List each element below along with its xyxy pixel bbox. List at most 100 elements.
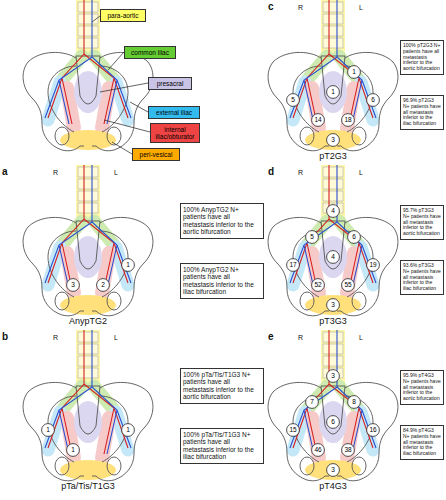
- panel-title: AnypTG2: [28, 316, 148, 326]
- circle-shape: [312, 444, 325, 457]
- circle-shape: [327, 299, 340, 312]
- circle-shape: [342, 114, 355, 127]
- panel-letter: b: [2, 331, 8, 342]
- count-circle: 15: [286, 423, 300, 437]
- count-number: 55: [341, 278, 355, 292]
- pelvis-drawing: [23, 330, 153, 481]
- panel-title: pT2G3: [273, 151, 393, 161]
- legend-text: common iliac: [131, 49, 169, 56]
- count-circle: 1: [326, 85, 340, 99]
- circle-shape: [67, 279, 80, 292]
- circle-shape: [287, 259, 300, 272]
- legend-text: internal iliac/obturator: [153, 126, 197, 140]
- legend-text: peri-vesical: [140, 151, 173, 158]
- statistic-box: 96.9% pT2G3 N+ patients have all metasta…: [400, 95, 444, 130]
- count-circle: 4: [326, 204, 340, 218]
- circle-shape: [287, 424, 300, 437]
- circle-shape: [327, 205, 340, 218]
- count-number: 4: [326, 204, 340, 218]
- panel-letter: e: [268, 331, 274, 342]
- count-number: 3: [326, 133, 340, 147]
- statistic-text: 96.9% pT2G3 N+ patients have all metasta…: [403, 98, 441, 127]
- count-number: 3: [326, 463, 340, 477]
- count-circle: 19: [366, 258, 380, 272]
- count-number: 18: [341, 113, 355, 127]
- count-circle: 3: [326, 369, 340, 383]
- count-number: 6: [347, 230, 361, 244]
- statistic-text: 100% AnypTG2 N+ patients have all metast…: [183, 206, 261, 236]
- pelvis-drawing: [268, 165, 398, 316]
- circle-shape: [122, 424, 135, 437]
- count-circle: 7: [305, 395, 319, 409]
- circle-shape: [348, 396, 361, 409]
- count-circle: 6: [366, 93, 380, 107]
- panel-letter: d: [268, 166, 274, 177]
- statistic-text: 100% AnypTG2 N+ patients have all metast…: [183, 266, 261, 296]
- statistic-text: 100% pTa/Tis/T1G3 N+ patients have all m…: [183, 371, 261, 401]
- side-marker: L: [114, 169, 118, 176]
- region-legend-box: external iliac: [148, 106, 200, 119]
- count-number: 3: [326, 298, 340, 312]
- statistic-text: 100% pTa/Tis/T1G3 N+ patients have all m…: [183, 431, 261, 461]
- count-number: 2: [96, 278, 110, 292]
- count-number: 1: [121, 258, 135, 272]
- count-circle: 1: [41, 423, 55, 437]
- circle-shape: [348, 231, 361, 244]
- side-marker: R: [298, 169, 303, 176]
- statistic-box: 100% pTa/Tis/T1G3 N+ patients have all m…: [180, 428, 264, 464]
- count-number: 52: [311, 278, 325, 292]
- circle-shape: [312, 114, 325, 127]
- region-legend-box: peri-vesical: [132, 148, 180, 161]
- region-legend-box: para-aortic: [100, 9, 146, 22]
- count-number: 3: [326, 369, 340, 383]
- circle-shape: [306, 231, 319, 244]
- region-legend-box: common iliac: [124, 46, 176, 59]
- count-circle: 18: [341, 113, 355, 127]
- count-circle: 3: [326, 298, 340, 312]
- region-legend-box: presacral: [148, 77, 192, 90]
- circle-shape: [327, 464, 340, 477]
- circle-shape: [327, 86, 340, 99]
- side-marker: R: [53, 169, 58, 176]
- count-circle: 1: [347, 65, 361, 79]
- count-number: 1: [347, 65, 361, 79]
- circle-shape: [327, 134, 340, 147]
- leader-line: [92, 16, 100, 22]
- count-circle: 55: [341, 278, 355, 292]
- count-circle: 3: [66, 278, 80, 292]
- count-circle: 5: [286, 93, 300, 107]
- count-number: 3: [66, 278, 80, 292]
- count-circle: 46: [311, 443, 325, 457]
- pelvis-drawing: [23, 0, 153, 151]
- count-circle: 3: [326, 133, 340, 147]
- count-circle: 17: [286, 258, 300, 272]
- statistic-box: 95.7% pT3G3 N+ patients have all metasta…: [400, 205, 444, 240]
- side-marker: L: [359, 4, 363, 11]
- count-circle: 4: [326, 250, 340, 264]
- statistic-box: 100% pTa/Tis/T1G3 N+ patients have all m…: [180, 368, 264, 404]
- count-circle: 38: [341, 443, 355, 457]
- circle-shape: [97, 279, 110, 292]
- circle-shape: [367, 259, 380, 272]
- leader-line: [130, 102, 148, 112]
- count-number: 8: [347, 395, 361, 409]
- count-number: 19: [366, 258, 380, 272]
- count-number: 1: [326, 85, 340, 99]
- statistic-text: 93.6% pT3G3 N+ patients have all metasta…: [403, 263, 441, 292]
- count-number: 1: [41, 423, 55, 437]
- count-number: 4: [326, 250, 340, 264]
- circle-shape: [367, 94, 380, 107]
- statistic-box: 84.9% pT4G3 N+ patients have all metasta…: [400, 425, 444, 460]
- legend-text: presacral: [157, 80, 184, 87]
- circle-shape: [42, 424, 55, 437]
- count-number: 38: [341, 443, 355, 457]
- statistic-text: 84.9% pT4G3 N+ patients have all metasta…: [403, 428, 441, 457]
- count-number: 16: [366, 423, 380, 437]
- count-number: 14: [311, 113, 325, 127]
- circle-shape: [67, 444, 80, 457]
- count-number: 6: [326, 415, 340, 429]
- leader-line: [104, 120, 150, 132]
